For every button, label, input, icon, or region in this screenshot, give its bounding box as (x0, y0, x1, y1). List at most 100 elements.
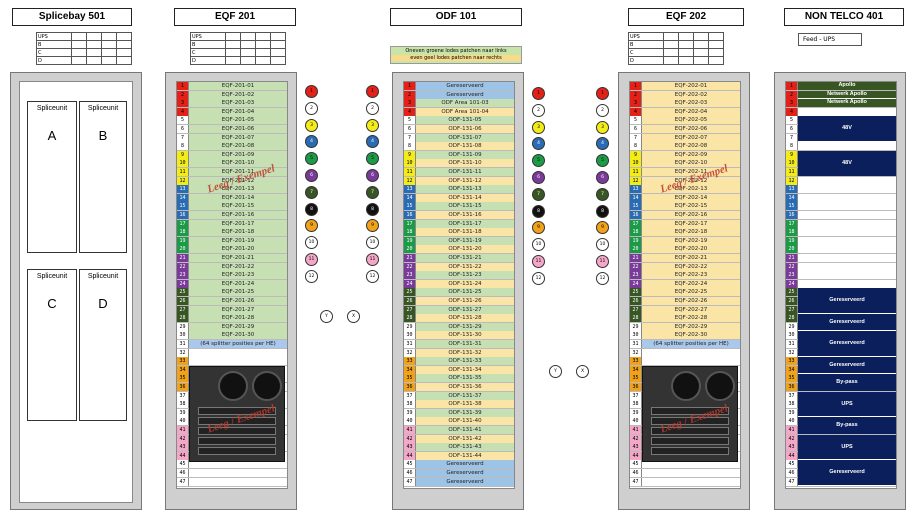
unit-label: ODF Area 101-03 (416, 99, 514, 108)
unit-label: Gereserveerd (416, 477, 514, 486)
unit-label: EQF-202-03 (642, 99, 740, 108)
unit-label: Gereserveerd (416, 469, 514, 477)
rack-unit: 33 (630, 357, 740, 367)
ups-row-label: B (36, 40, 72, 49)
fiber-color-dot: 10 (366, 236, 379, 250)
unit-label: ODF-131-37 (416, 391, 514, 400)
unit-number: 23 (404, 271, 416, 280)
unit-number: 13 (630, 185, 642, 194)
fiber-color-dot: 6 (532, 171, 545, 184)
unit-label: ODF-131-12 (416, 176, 514, 185)
unit-number: 26 (630, 297, 642, 305)
unit-number: 33 (177, 357, 189, 366)
unit-number: 18 (177, 228, 189, 237)
unit-label: EQF-201-18 (189, 228, 287, 237)
unit-number: 15 (786, 202, 798, 211)
unit-number: 46 (630, 469, 642, 477)
unit-label: ODF-131-34 (416, 365, 514, 374)
ups-cell (71, 48, 87, 57)
unit-label: ODF-131-13 (416, 185, 514, 194)
unit-number: 6 (404, 125, 416, 133)
unit-number: 8 (786, 142, 798, 151)
unit-label: ODF-131-08 (416, 142, 514, 151)
unit-number: 4 (177, 107, 189, 116)
port-row (198, 426, 276, 435)
fiber-color-dot: 7 (532, 187, 545, 201)
port-row (198, 436, 276, 445)
unit-number: 39 (786, 408, 798, 417)
rack-unit: 23 (786, 271, 896, 281)
unit-number: 34 (630, 365, 642, 374)
fiber-color-dot: 3 (596, 120, 609, 134)
unit-number: 26 (786, 297, 798, 305)
unit-number: 21 (630, 254, 642, 262)
unit-label: EQF-202-20 (642, 245, 740, 254)
unit-label (798, 219, 896, 228)
unit-label: EQF-201-25 (189, 288, 287, 297)
fiber-color-dot: 2 (596, 103, 609, 117)
ups-cell (678, 40, 694, 49)
unit-number: 46 (404, 469, 416, 477)
fiber-color-dot: 5 (532, 154, 545, 168)
ups-cell (225, 40, 241, 49)
unit-label: EQF-201-30 (189, 331, 287, 340)
spliceunit-d-title: Spliceunit (87, 273, 119, 280)
rack-unit: 12 (786, 176, 896, 186)
spliceunit-c: Spliceunit C (27, 269, 77, 421)
unit-label: ODF-131-38 (416, 400, 514, 409)
unit-number: 5 (177, 116, 189, 125)
unit-label: EQF-201-27 (189, 305, 287, 314)
unit-number: 42 (404, 434, 416, 443)
ups-cell (678, 48, 694, 57)
unit-label: EQF-201-21 (189, 254, 287, 262)
unit-label: (64 splitter posities per HE) (642, 340, 740, 348)
ups-cell (678, 32, 694, 41)
unit-number: 16 (786, 211, 798, 219)
rack-unit: 31(64 splitter posities per HE) (177, 340, 287, 349)
unit-number: 42 (630, 434, 642, 443)
unit-label: EQF-201-01 (189, 82, 287, 90)
rack-splicebay: Spliceunit A Spliceunit B Spliceunit C S… (10, 72, 142, 510)
unit-number: 36 (177, 383, 189, 391)
unit-label: ODF-131-42 (416, 434, 514, 443)
spliceunit-b-title: Spliceunit (87, 105, 119, 112)
unit-label: EQF-201-16 (189, 211, 287, 219)
fiber-color-dot: 5 (366, 152, 379, 166)
unit-number: 18 (786, 228, 798, 237)
unit-label: EQF-201-22 (189, 262, 287, 271)
unit-number: 47 (630, 477, 642, 486)
unit-number: 26 (177, 297, 189, 305)
fan-icon (252, 370, 282, 401)
unit-label: EQF-201-11 (189, 168, 287, 176)
unit-number: 31 (630, 340, 642, 348)
ups-row-label: UPS (36, 32, 72, 41)
unit-number: 9 (404, 150, 416, 159)
unit-number: 7 (404, 133, 416, 142)
unit-number: 3 (177, 99, 189, 108)
unit-number: 29 (404, 322, 416, 331)
unit-label (642, 469, 740, 477)
unit-number: 31 (177, 340, 189, 348)
fiber-color-dot: 11 (532, 255, 545, 268)
port-row (651, 416, 729, 425)
